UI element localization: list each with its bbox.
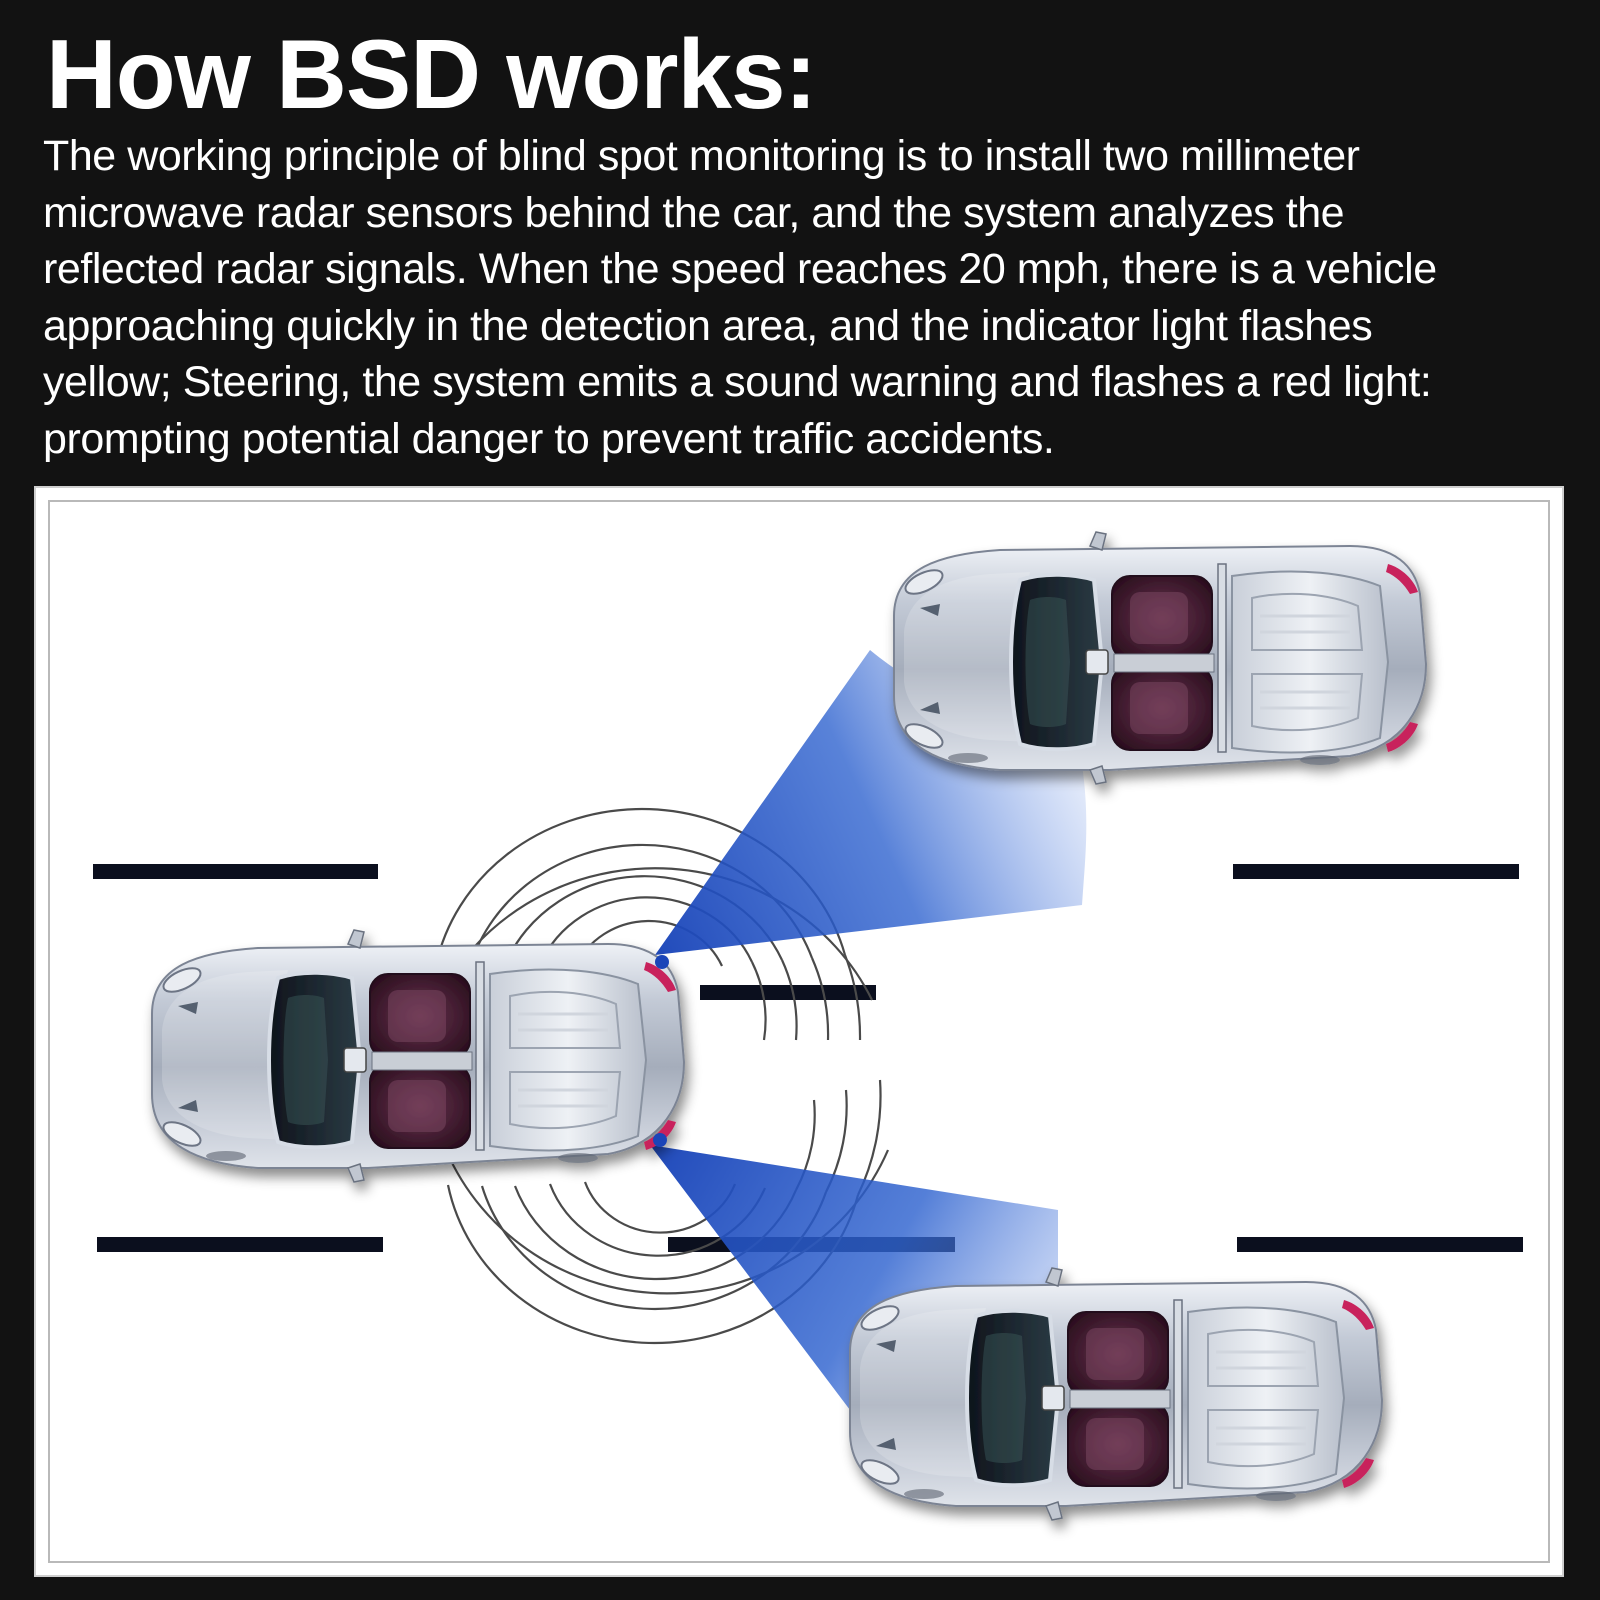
lane-marking xyxy=(97,1237,383,1252)
lane-marking xyxy=(1233,864,1519,879)
upper-target-car xyxy=(892,530,1428,786)
description-line: reflected radar signals. When the speed … xyxy=(43,245,1437,293)
lower-target-car xyxy=(848,1266,1384,1522)
description-line: approaching quickly in the detection are… xyxy=(43,301,1373,350)
lower-radar-sensor xyxy=(653,1133,667,1147)
description-line: yellow; Steering, the system emits a sou… xyxy=(43,358,1432,406)
description-line: microwave radar sensors behind the car, … xyxy=(43,188,1345,237)
diagram-inner-border xyxy=(48,500,1550,1563)
lane-marking xyxy=(1237,1237,1523,1252)
description-line: prompting potential danger to prevent tr… xyxy=(43,414,1055,463)
upper-radar-sensor xyxy=(655,955,669,969)
description-paragraph: The working principle of blind spot moni… xyxy=(43,128,1583,467)
lane-marking xyxy=(700,985,876,1000)
page-title: How BSD works: xyxy=(46,19,817,129)
lane-marking xyxy=(93,864,378,879)
description-line: The working principle of blind spot moni… xyxy=(43,132,1360,180)
host-car xyxy=(150,928,686,1184)
